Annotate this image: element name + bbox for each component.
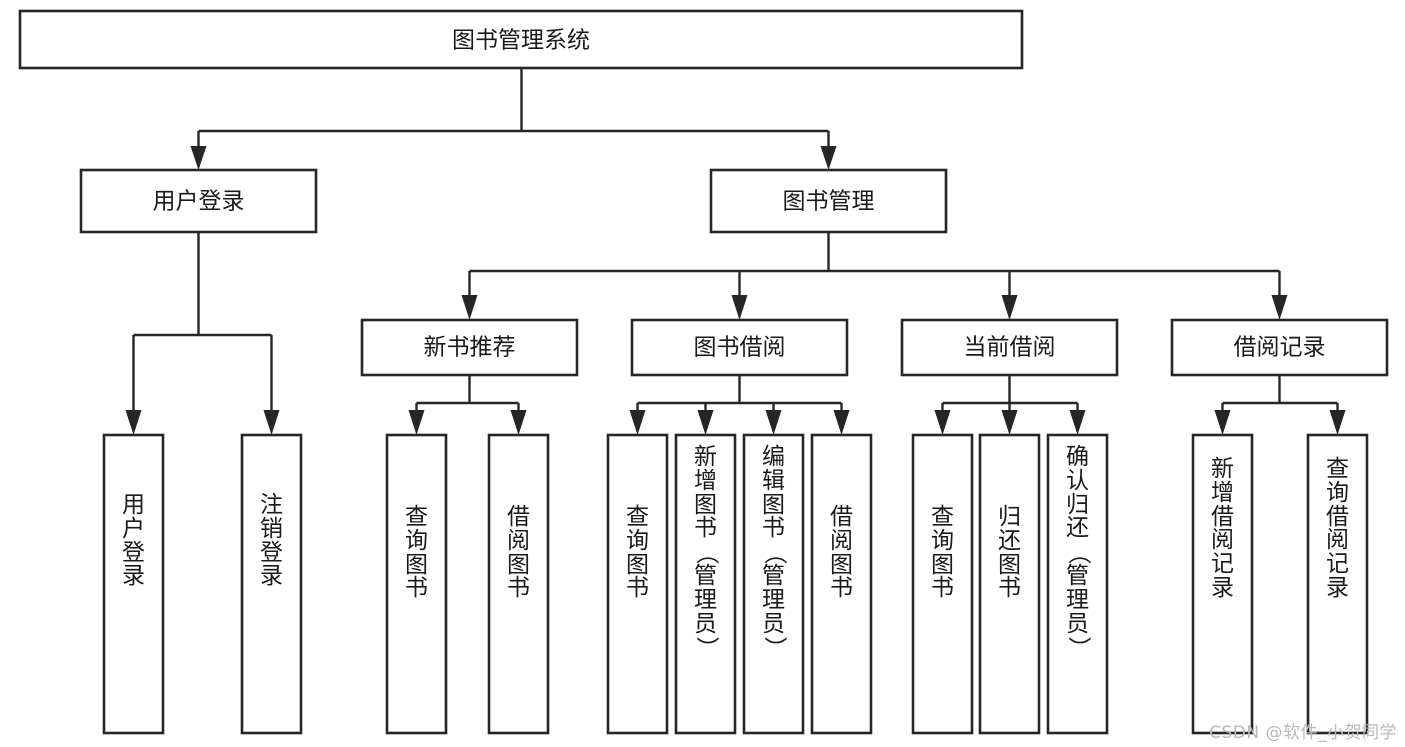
arrowhead-leaf-cb-3 xyxy=(1069,410,1086,435)
node-book-mgmt-label: 图书管理 xyxy=(783,189,875,215)
arrowhead-leaf-cb-1 xyxy=(934,410,951,435)
arrowhead-book-mgmt xyxy=(820,146,837,170)
node-current-borrow-box[interactable] xyxy=(900,318,1119,377)
node-book-borrow-box[interactable] xyxy=(630,318,849,377)
connector-group-current-borrow xyxy=(934,375,1086,435)
leaf-box-user-login-2[interactable] xyxy=(240,433,303,735)
leaf-box-bb-1[interactable] xyxy=(606,433,669,735)
node-root-label: 图书管理系统 xyxy=(452,28,590,54)
node-new-book-recommend-label: 新书推荐 xyxy=(424,335,516,361)
arrowhead-leaf-bb-2 xyxy=(697,410,714,435)
leaf-box-br-2[interactable] xyxy=(1306,433,1369,735)
arrowhead-new-book-recommend xyxy=(461,295,478,320)
arrowhead-leaf-nbr-1 xyxy=(408,410,425,435)
connector-group-borrow-record xyxy=(1214,375,1346,435)
arrowhead-leaf-bb-1 xyxy=(629,410,646,435)
arrowhead-leaf-user-login-2 xyxy=(263,410,280,435)
arrowhead-borrow-record xyxy=(1271,295,1288,320)
leaf-box-cb-3[interactable] xyxy=(1046,433,1109,735)
node-borrow-record-box[interactable] xyxy=(1170,318,1389,377)
arrowhead-leaf-bb-4 xyxy=(833,410,850,435)
leaf-box-nbr-1[interactable] xyxy=(385,433,448,735)
leaf-box-nbr-2[interactable] xyxy=(487,433,550,735)
node-borrow-record-label: 借阅记录 xyxy=(1234,335,1326,361)
leaf-box-bb-4[interactable] xyxy=(810,433,873,735)
arrowhead-book-borrow xyxy=(731,295,748,320)
leaf-box-bb-3[interactable] xyxy=(742,433,805,735)
arrowhead-leaf-nbr-2 xyxy=(510,410,527,435)
arrowhead-leaf-bb-3 xyxy=(765,410,782,435)
node-book-borrow-label: 图书借阅 xyxy=(694,335,786,361)
connector-group-root xyxy=(190,68,837,170)
connector-group-new-book-recommend xyxy=(408,375,527,435)
connector-group-book-borrow xyxy=(629,375,850,435)
node-current-borrow-label: 当前借阅 xyxy=(964,335,1056,361)
arrowhead-leaf-user-login-1 xyxy=(125,410,142,435)
node-root-box[interactable] xyxy=(18,9,1024,70)
arrowhead-current-borrow xyxy=(1001,295,1018,320)
node-user-login-label: 用户登录 xyxy=(153,189,245,215)
leaf-box-cb-2[interactable] xyxy=(978,433,1041,735)
connector-group-user-login xyxy=(125,232,280,435)
arrowhead-leaf-cb-2 xyxy=(1001,410,1018,435)
node-book-mgmt-box[interactable] xyxy=(709,168,948,234)
leaf-box-br-1[interactable] xyxy=(1191,433,1254,735)
arrowhead-leaf-br-2 xyxy=(1329,410,1346,435)
leaf-box-user-login-1[interactable] xyxy=(102,433,165,735)
node-new-book-recommend-box[interactable] xyxy=(360,318,579,377)
arrowhead-user-login xyxy=(190,146,207,170)
arrowhead-leaf-br-1 xyxy=(1214,410,1231,435)
leaf-box-bb-2[interactable] xyxy=(674,433,737,735)
node-user-login-box[interactable] xyxy=(79,168,318,234)
connector-group-book-mgmt xyxy=(461,232,1288,320)
csdn-watermark: CSDN @软件_小贺同学 xyxy=(1209,723,1397,743)
leaf-box-cb-1[interactable] xyxy=(911,433,974,735)
